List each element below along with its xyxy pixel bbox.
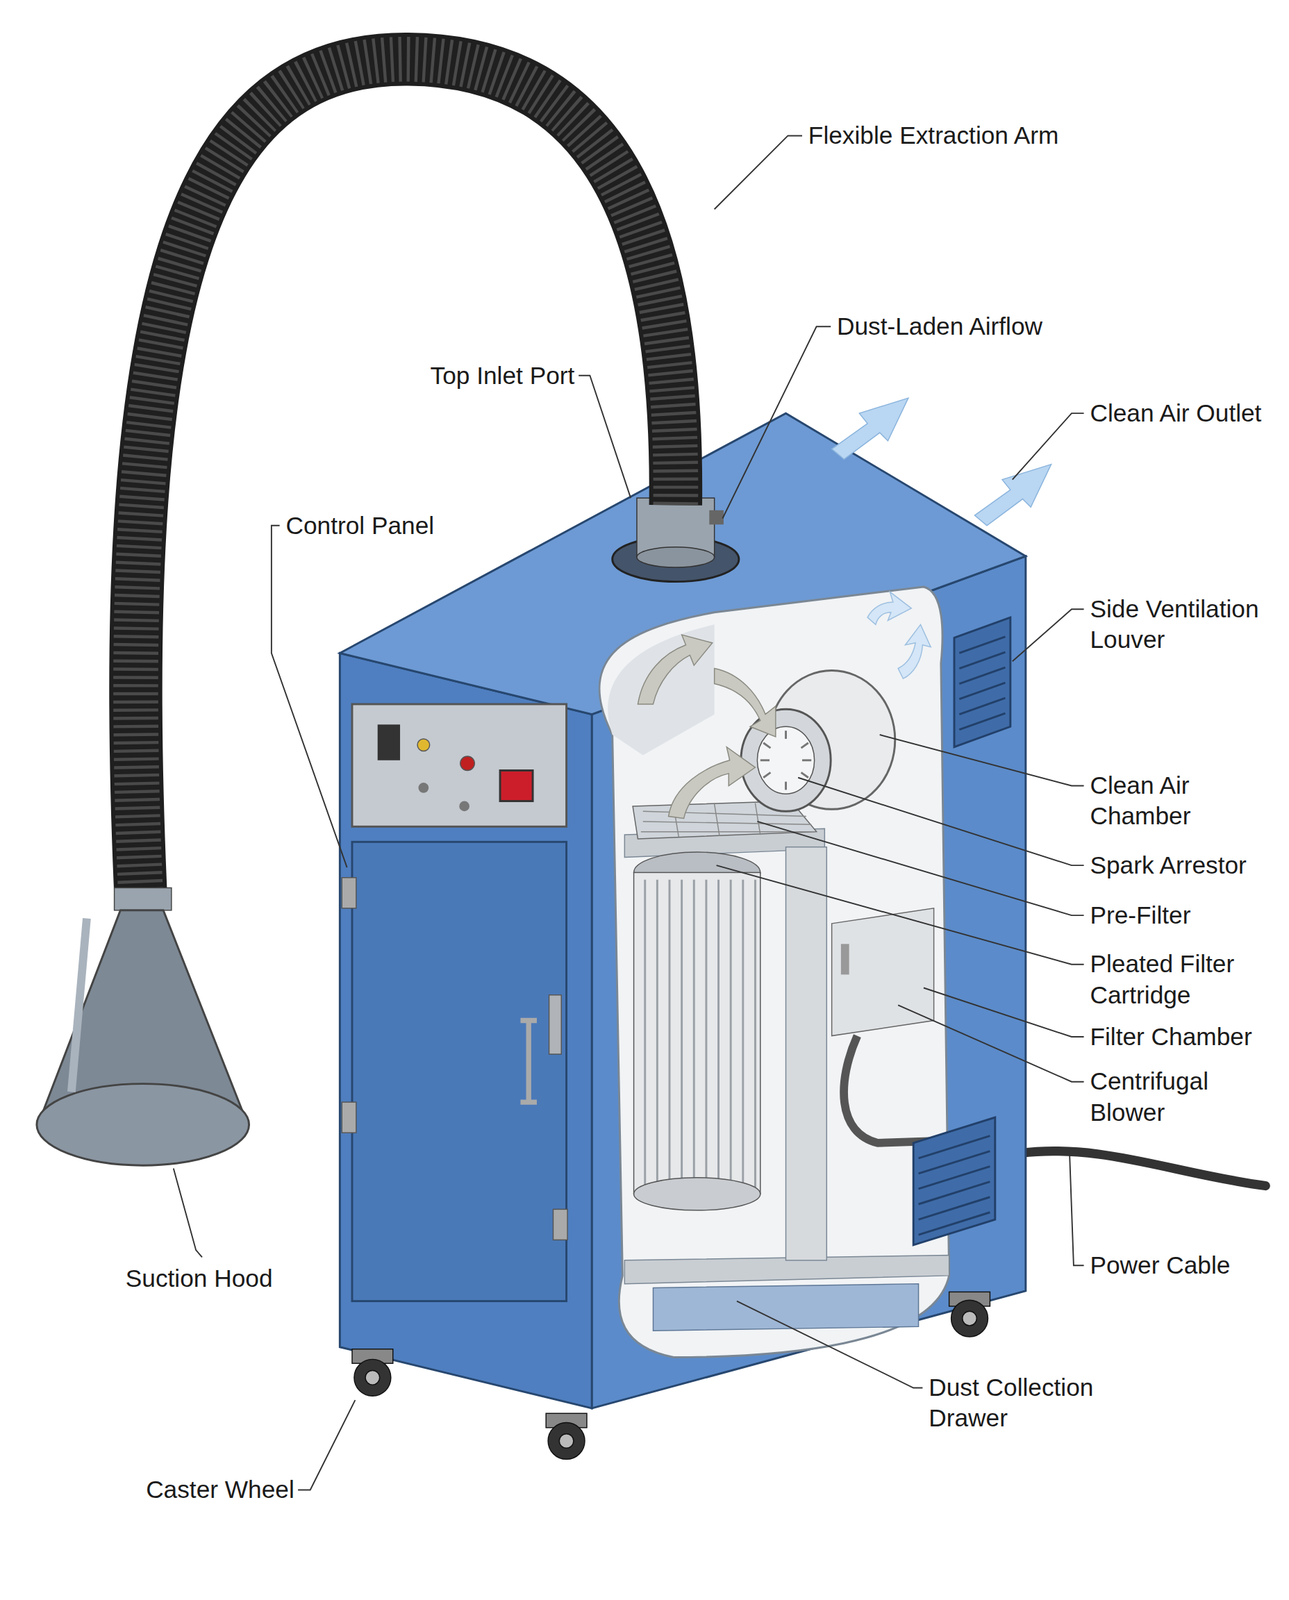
part-label: Filter Chamber — [1089, 1021, 1252, 1053]
part-label: Pre-Filter — [1089, 900, 1191, 931]
part-label: Clean Air Outlet — [1089, 397, 1262, 429]
part-label: Clean Air Chamber — [1089, 770, 1243, 832]
part-label: Spark Arrestor — [1089, 850, 1246, 881]
part-label: Caster Wheel — [145, 1474, 295, 1505]
part-label: Pleated Filter Cartridge — [1089, 949, 1279, 1011]
part-label: Flexible Extraction Arm — [808, 120, 1060, 151]
part-label: Dust-Laden Airflow — [836, 311, 1043, 342]
part-label: Side Ventilation Louver — [1089, 593, 1279, 655]
part-label: Centrifugal Blower — [1089, 1066, 1253, 1128]
part-label: Control Panel — [285, 510, 435, 542]
part-label: Top Inlet Port — [430, 360, 576, 392]
part-label: Power Cable — [1089, 1250, 1230, 1281]
part-label: Dust Collection Drawer — [928, 1372, 1123, 1434]
part-label: Suction Hood — [125, 1263, 273, 1294]
